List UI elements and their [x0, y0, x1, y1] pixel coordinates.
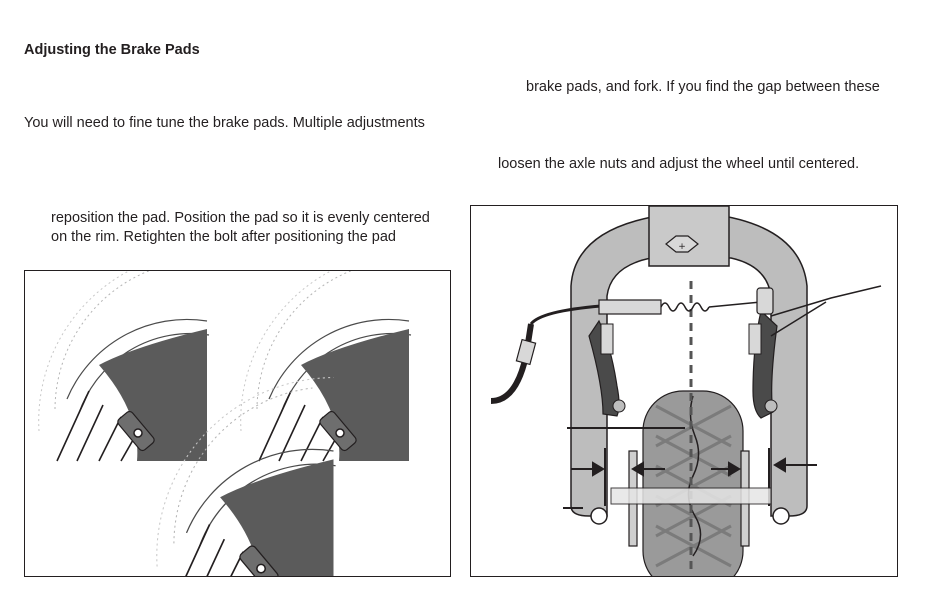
pad-position-2-icon: [239, 271, 412, 462]
rim-walls-icon: [604, 448, 772, 547]
brake-cable-icon: [490, 285, 882, 404]
fork-icon: +: [570, 206, 808, 525]
brake-pad-positions-figure: [24, 270, 451, 577]
svg-text:+: +: [678, 242, 686, 252]
intro-text-line: You will need to fine tune the brake pad…: [24, 115, 425, 131]
section-title: Adjusting the Brake Pads: [24, 42, 200, 58]
gap-arrows-icon: [563, 427, 817, 509]
right-text-line-2: loosen the axle nuts and adjust the whee…: [498, 156, 860, 172]
tire-icon: [642, 390, 744, 576]
reposition-text-line-2: on the rim. Retighten the bolt after pos…: [51, 229, 396, 245]
reposition-text-line-1: reposition the pad. Position the pad so …: [51, 210, 430, 226]
right-text-line-1: brake pads, and fork. If you find the ga…: [526, 79, 880, 95]
pad-position-1-icon: [37, 271, 210, 462]
brake-arms-icon: [588, 309, 778, 419]
fork-alignment-figure: +: [470, 205, 898, 577]
